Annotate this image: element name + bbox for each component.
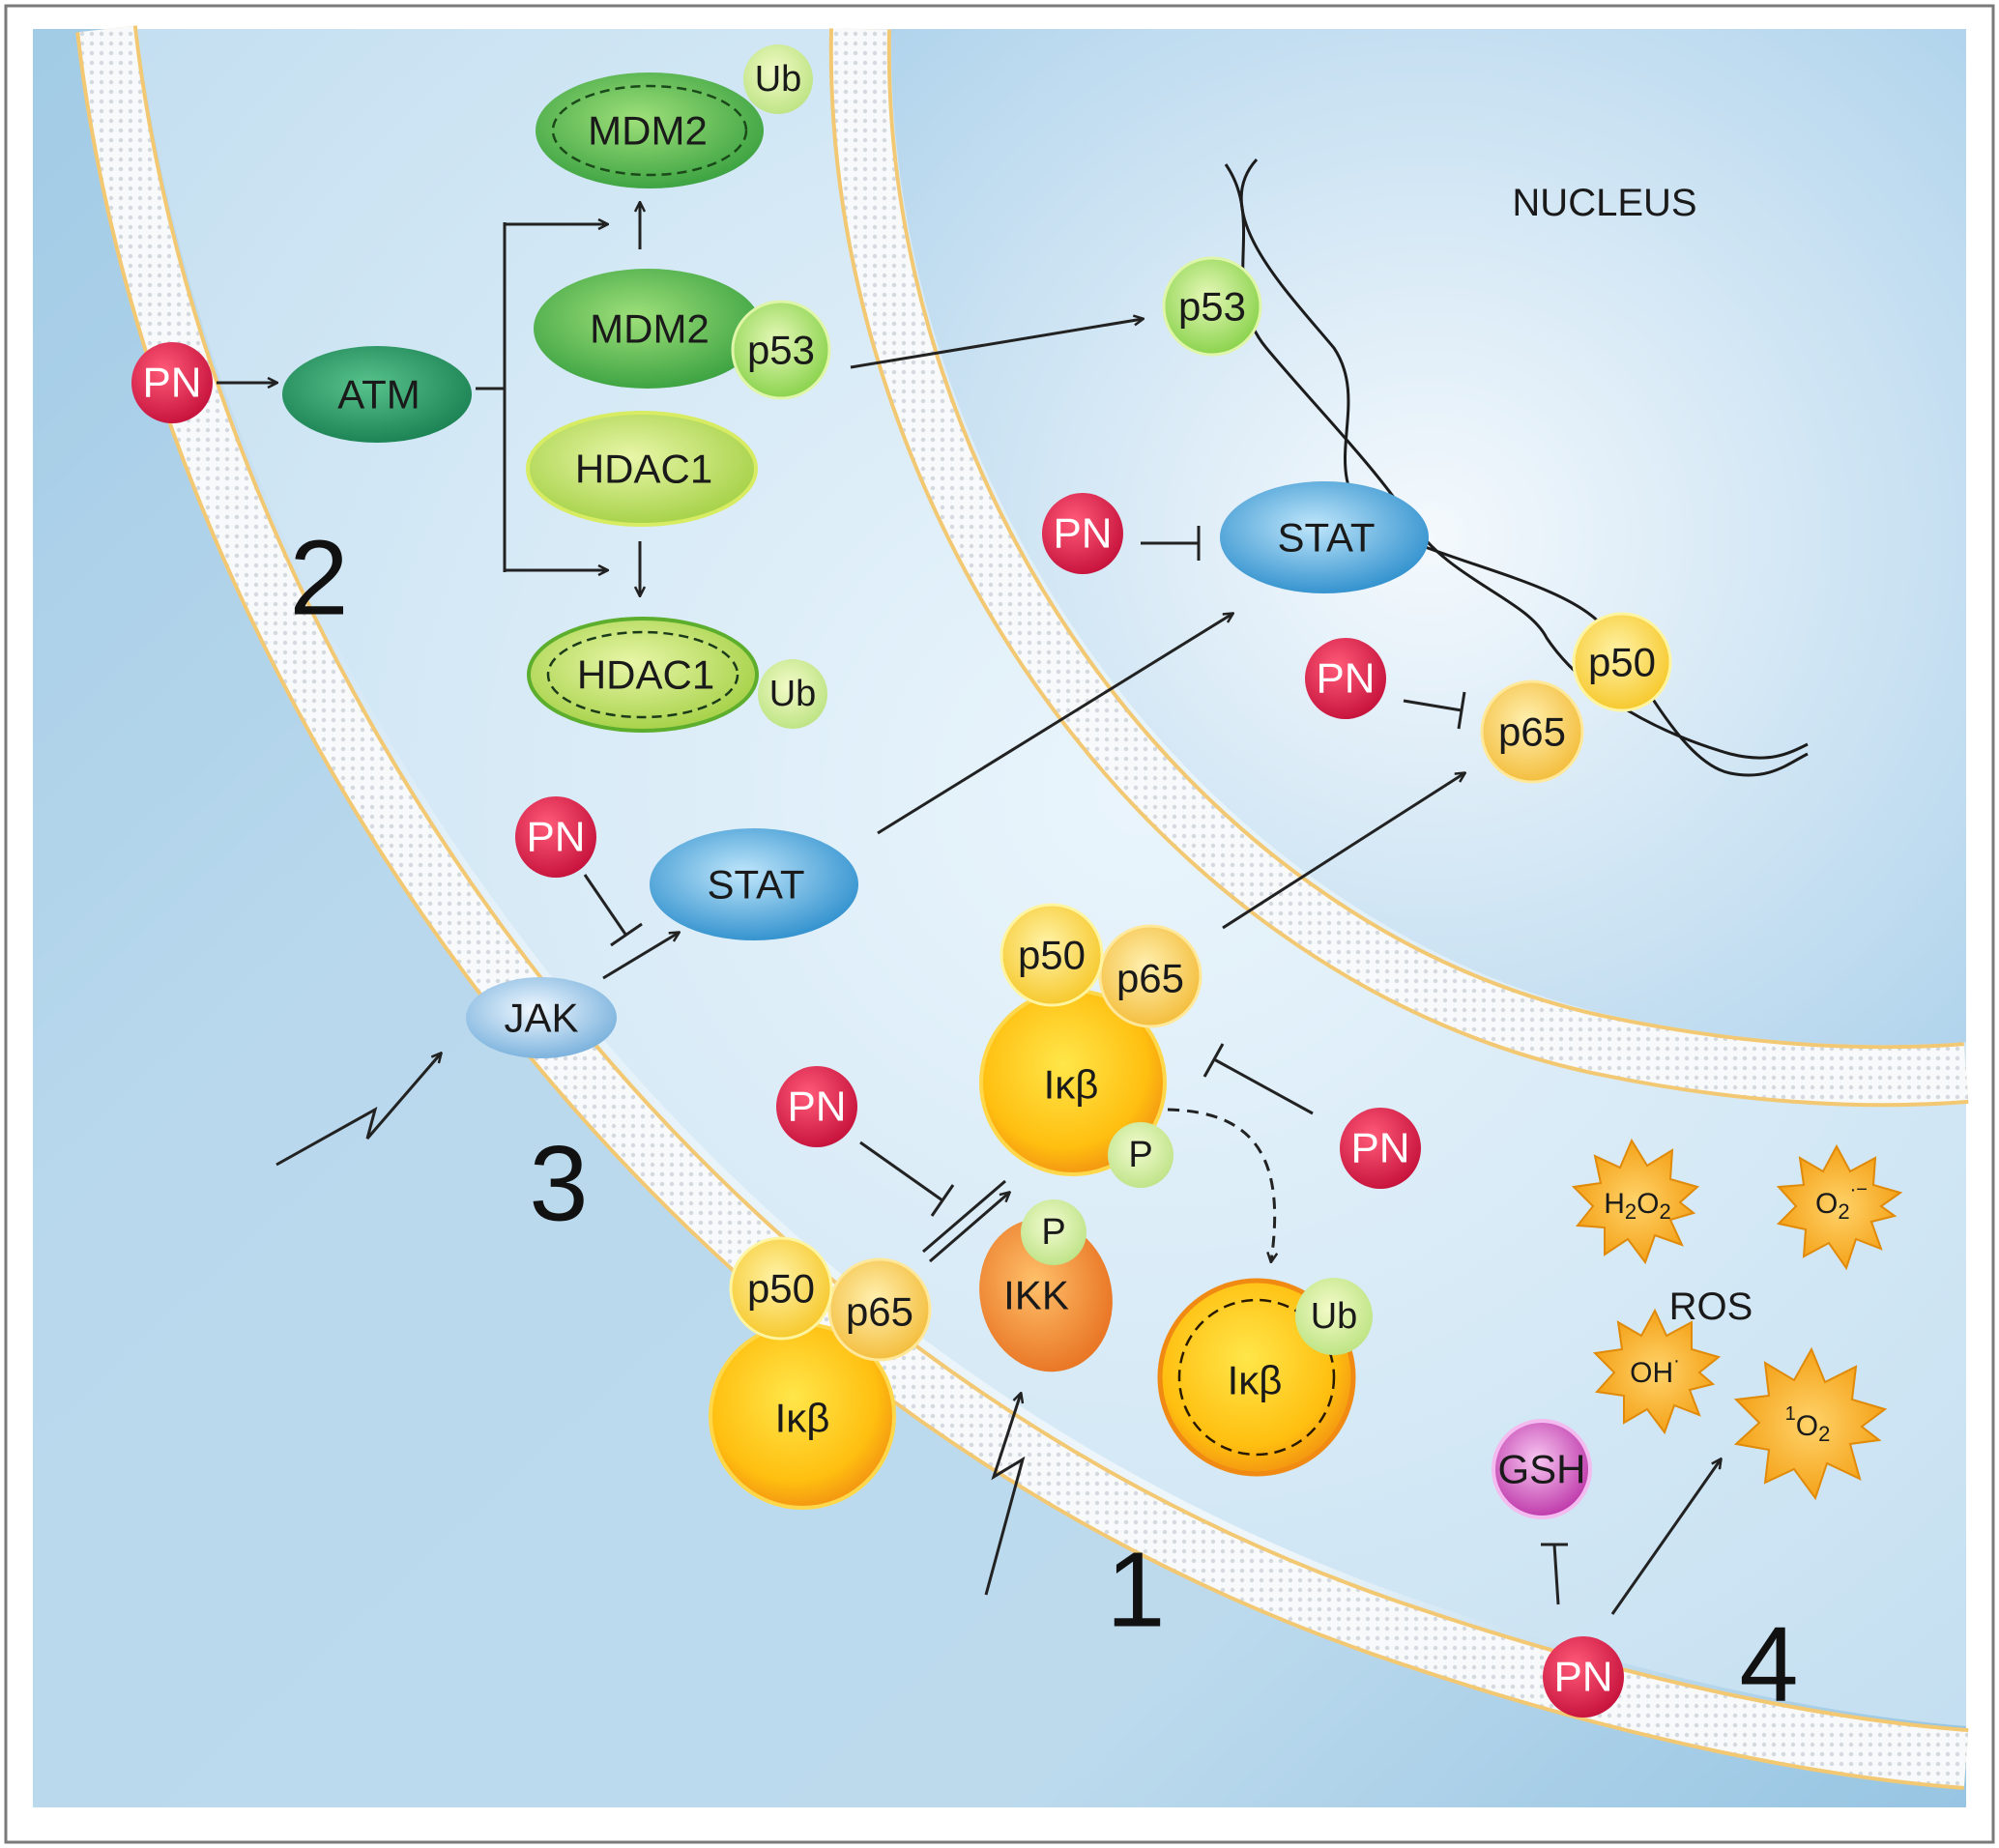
signal-lightning-arrow [984, 1394, 1026, 1596]
svg-text:p53: p53 [747, 328, 815, 373]
svg-text:PN: PN [1316, 655, 1375, 703]
svg-text:Iκβ: Iκβ [1228, 1358, 1283, 1403]
svg-text:STAT: STAT [707, 862, 804, 908]
inhibition-line [1141, 526, 1201, 561]
svg-text:STAT: STAT [1277, 515, 1375, 561]
svg-text:JAK: JAK [504, 996, 578, 1041]
singlet-oxygen-star-icon: 1O2 [1733, 1346, 1888, 1501]
mdm2-ub-complex: MDM2 Ub [536, 44, 813, 188]
ros-activation-arrow [1610, 1459, 1721, 1615]
pathway-number-2: 2 [289, 519, 348, 638]
nfkb-translocation-arrow [1222, 773, 1464, 930]
inhibition-line [583, 874, 643, 947]
svg-text:Ub: Ub [769, 674, 817, 714]
svg-text:GSH: GSH [1497, 1447, 1585, 1492]
pathway-number-1: 1 [1106, 1531, 1165, 1650]
cytoplasmic-stat-node: STAT [650, 828, 858, 940]
nuclear-stat-node: STAT [1220, 481, 1429, 593]
inhibition-line [1403, 691, 1466, 730]
svg-text:ROS: ROS [1669, 1285, 1753, 1328]
svg-text:OH·: OH· [1630, 1350, 1680, 1389]
ikk-node: IKK P [979, 1199, 1113, 1372]
p53-translocation-arrow [850, 319, 1143, 369]
hdac1-node: HDAC1 [526, 411, 758, 527]
nucleus-label: NUCLEUS [1512, 182, 1696, 224]
nfkb-ikb-phospho-complex: Iκβ p65 p50 P [979, 903, 1202, 1188]
svg-text:1O2: 1O2 [1785, 1403, 1831, 1446]
superoxide-star-icon: O2·− [1776, 1143, 1903, 1271]
activation-arrow [602, 933, 679, 980]
hdac1-ub-complex: HDAC1 Ub [527, 617, 827, 733]
gsh-node: GSH [1492, 1419, 1592, 1519]
h2o2-star-icon: H2O2 [1571, 1138, 1700, 1265]
pathway-number-3: 3 [529, 1125, 588, 1244]
svg-text:PN: PN [1053, 510, 1112, 558]
svg-text:PN: PN [787, 1083, 846, 1131]
signal-lightning-arrow [275, 1054, 441, 1167]
svg-text:HDAC1: HDAC1 [577, 652, 714, 698]
svg-text:MDM2: MDM2 [590, 306, 710, 352]
svg-text:Iκβ: Iκβ [1044, 1062, 1099, 1108]
svg-text:p65: p65 [1116, 956, 1184, 1001]
ikb-ub-complex: Iκβ Ub [1157, 1278, 1373, 1477]
pn-node: PN [1340, 1108, 1421, 1189]
svg-text:PN: PN [1350, 1125, 1409, 1172]
svg-text:p50: p50 [1588, 640, 1656, 685]
pn-node: PN [131, 342, 213, 423]
svg-text:H2O2: H2O2 [1604, 1188, 1671, 1224]
svg-text:p65: p65 [846, 1289, 913, 1335]
svg-text:p50: p50 [1018, 933, 1086, 978]
degradation-arrow [1167, 1108, 1275, 1261]
svg-text:P: P [1128, 1135, 1152, 1175]
svg-text:p53: p53 [1178, 284, 1246, 330]
svg-text:PN: PN [1553, 1654, 1612, 1701]
svg-text:MDM2: MDM2 [588, 108, 708, 154]
nfkb-ikb-complex: Iκβ p65 p50 [709, 1236, 932, 1510]
svg-text:P: P [1041, 1212, 1065, 1253]
svg-text:PN: PN [526, 814, 585, 861]
pn-node: PN [1305, 638, 1386, 719]
atm-branch-connector [476, 203, 640, 595]
svg-text:PN: PN [142, 360, 201, 407]
nuclear-nfkb-complex: p50 p65 [1480, 612, 1672, 784]
pn-node: PN [1042, 493, 1123, 574]
nuclear-p53-node: p53 [1162, 256, 1262, 357]
svg-text:HDAC1: HDAC1 [575, 447, 712, 492]
svg-text:p50: p50 [747, 1266, 815, 1312]
pn-node: PN [776, 1066, 857, 1147]
svg-text:ATM: ATM [337, 372, 420, 418]
inhibition-line [859, 1141, 955, 1217]
pn-node: PN [515, 796, 596, 878]
hydroxyl-star-icon: OH· [1592, 1308, 1722, 1435]
svg-text:IKK: IKK [1003, 1273, 1069, 1318]
jak-node: JAK [466, 977, 617, 1058]
inhibition-line [1541, 1543, 1568, 1605]
svg-text:Ub: Ub [1311, 1296, 1358, 1337]
atm-node: ATM [282, 346, 472, 443]
svg-text:Iκβ: Iκβ [775, 1396, 830, 1441]
mdm2-p53-complex: MDM2 p53 [534, 269, 831, 400]
svg-text:p65: p65 [1498, 709, 1566, 755]
pathway-number-4: 4 [1739, 1605, 1798, 1724]
svg-text:O2·−: O2·− [1815, 1179, 1868, 1224]
stat-translocation-arrow [877, 614, 1232, 835]
activation-double-arrow [922, 1179, 1009, 1263]
cell-membrane [33, 25, 1969, 1807]
ros-label: ROS [1669, 1285, 1753, 1328]
pn-node: PN [1543, 1636, 1624, 1718]
inhibition-line [1202, 1043, 1314, 1115]
svg-text:Ub: Ub [755, 59, 802, 100]
